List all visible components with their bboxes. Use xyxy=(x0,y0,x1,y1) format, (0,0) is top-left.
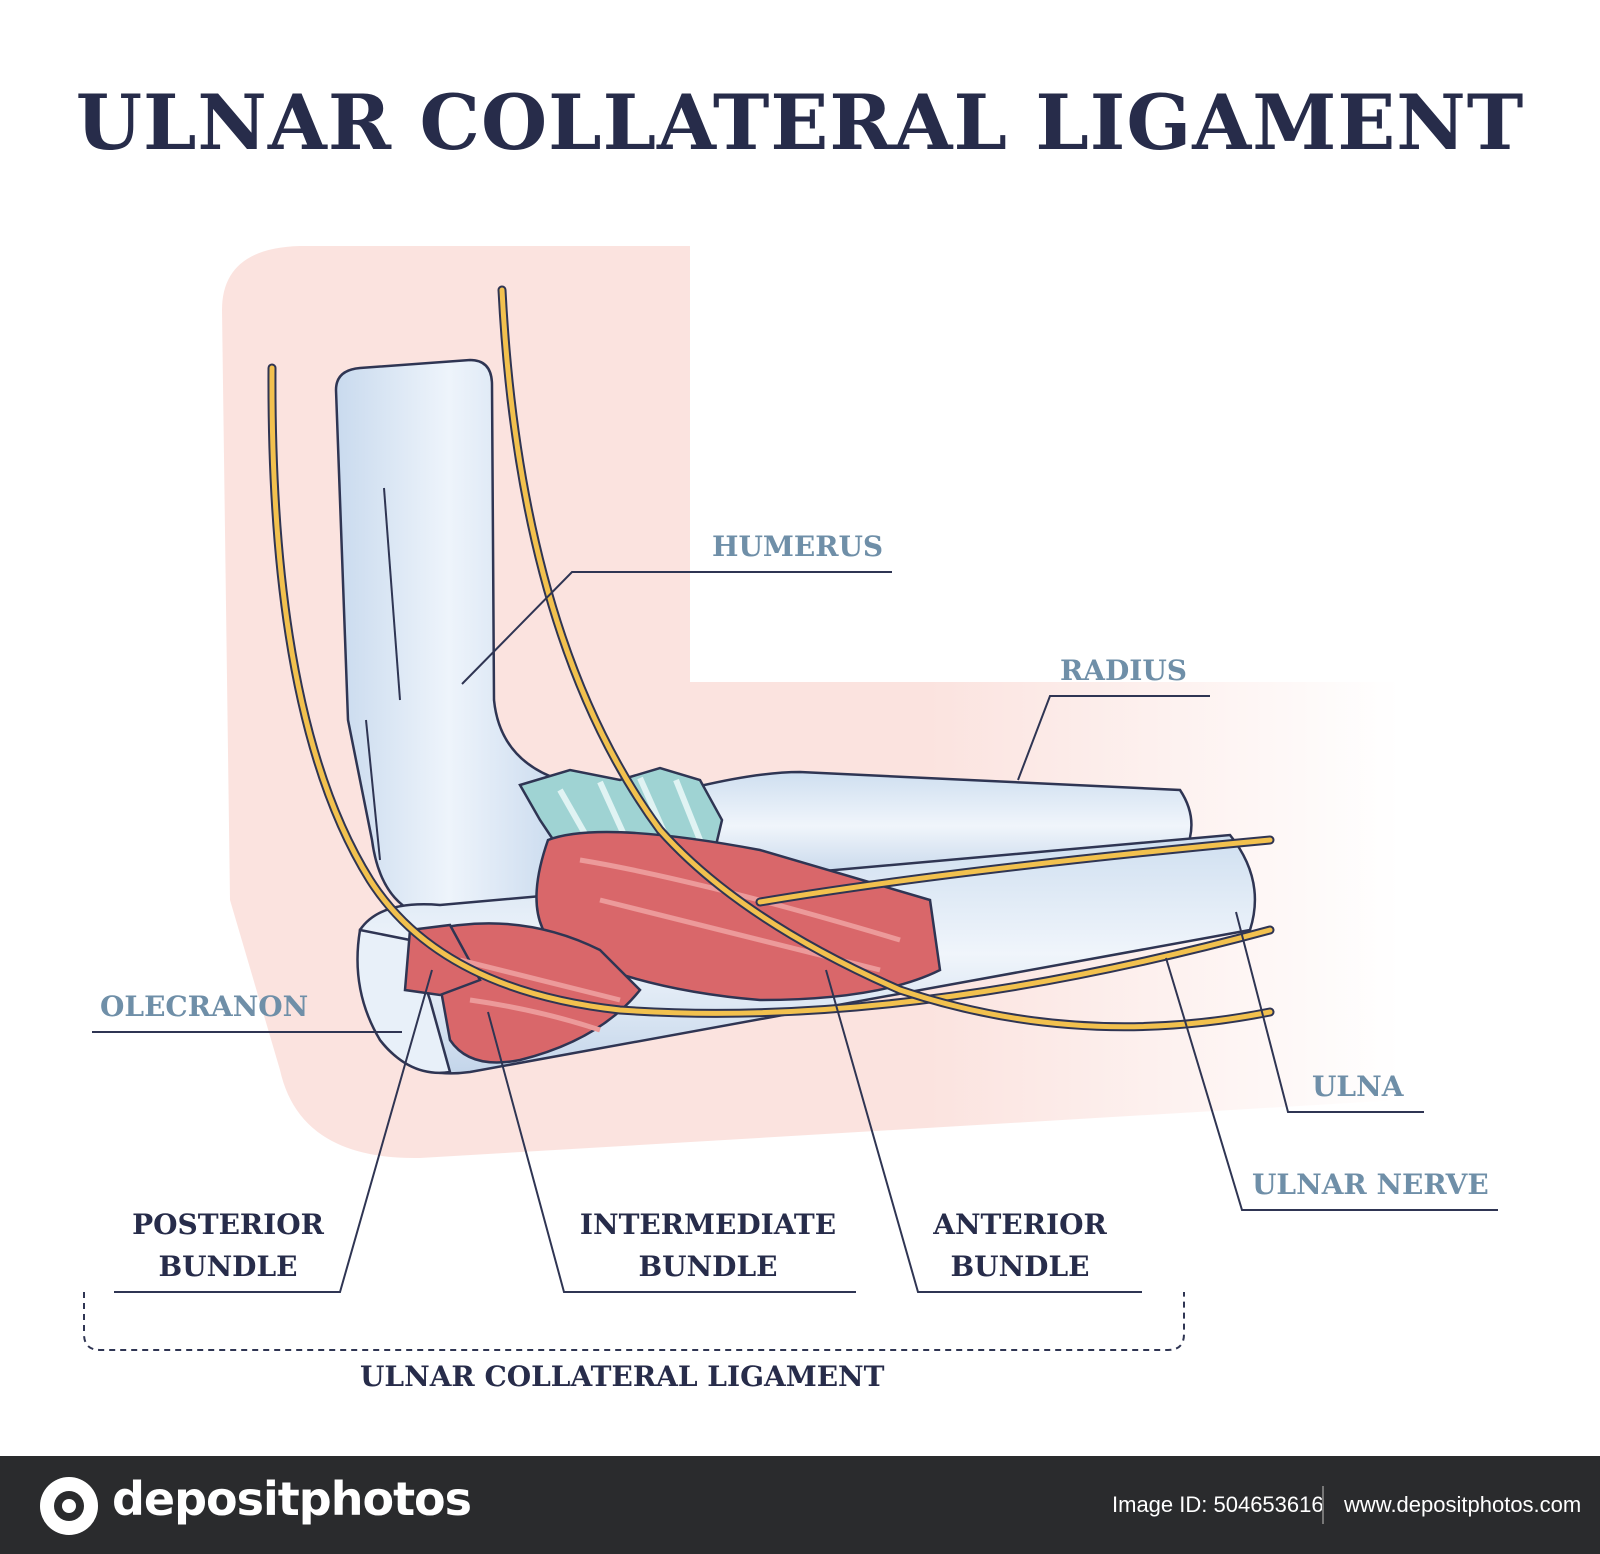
label-posterior-bundle: POSTERIOR BUNDLE xyxy=(118,1204,338,1288)
footer-site-link[interactable]: www.depositphotos.com xyxy=(1344,1492,1582,1517)
label-intermediate-line-1: INTERMEDIATE xyxy=(579,1208,837,1241)
radius-leader xyxy=(1017,695,1210,781)
label-humerus: HUMERUS xyxy=(712,530,884,563)
label-intermediate-bundle: INTERMEDIATE BUNDLE xyxy=(568,1204,848,1288)
label-ulnar-collateral-ligament: ULNAR COLLATERAL LIGAMENT xyxy=(360,1360,885,1393)
ulna-leader xyxy=(1235,911,1424,1113)
label-ulna: ULNA xyxy=(1312,1070,1404,1103)
posterior-leader xyxy=(114,969,433,1293)
olecranon-bone xyxy=(356,928,452,1075)
page-title: ULNAR COLLATERAL LIGAMENT xyxy=(75,78,1525,167)
label-radius: RADIUS xyxy=(1060,654,1188,687)
footer-divider xyxy=(1322,1486,1324,1524)
ulnar-nerve-leader xyxy=(1165,957,1498,1211)
depositphotos-logo-icon xyxy=(40,1477,98,1535)
footer-logo-text[interactable]: depositphotos xyxy=(112,1472,472,1526)
label-olecranon: OLECRANON xyxy=(100,990,309,1023)
nerves xyxy=(267,285,1275,1032)
label-anterior-line-2: BUNDLE xyxy=(950,1250,1090,1283)
humerus-detail-line-2 xyxy=(365,719,381,861)
anterior-leader xyxy=(825,969,1142,1293)
label-intermediate-line-2: BUNDLE xyxy=(638,1250,778,1283)
footer-image-id: Image ID: 504653616 xyxy=(1112,1492,1324,1517)
label-posterior-line-1: POSTERIOR xyxy=(132,1208,324,1241)
humerus-leader xyxy=(461,571,892,685)
humerus-detail-line xyxy=(383,487,401,701)
ulnar-collateral-bracket xyxy=(83,1292,1185,1351)
label-anterior-line-1: ANTERIOR xyxy=(933,1208,1107,1241)
intermediate-leader xyxy=(487,1011,856,1293)
label-ulnar-nerve: ULNAR NERVE xyxy=(1252,1168,1489,1201)
footer-bar: depositphotos Image ID: 504653616 www.de… xyxy=(0,1456,1600,1554)
label-posterior-line-2: BUNDLE xyxy=(158,1250,298,1283)
label-anterior-bundle: ANTERIOR BUNDLE xyxy=(920,1204,1120,1288)
leader-lines xyxy=(92,571,1498,1293)
